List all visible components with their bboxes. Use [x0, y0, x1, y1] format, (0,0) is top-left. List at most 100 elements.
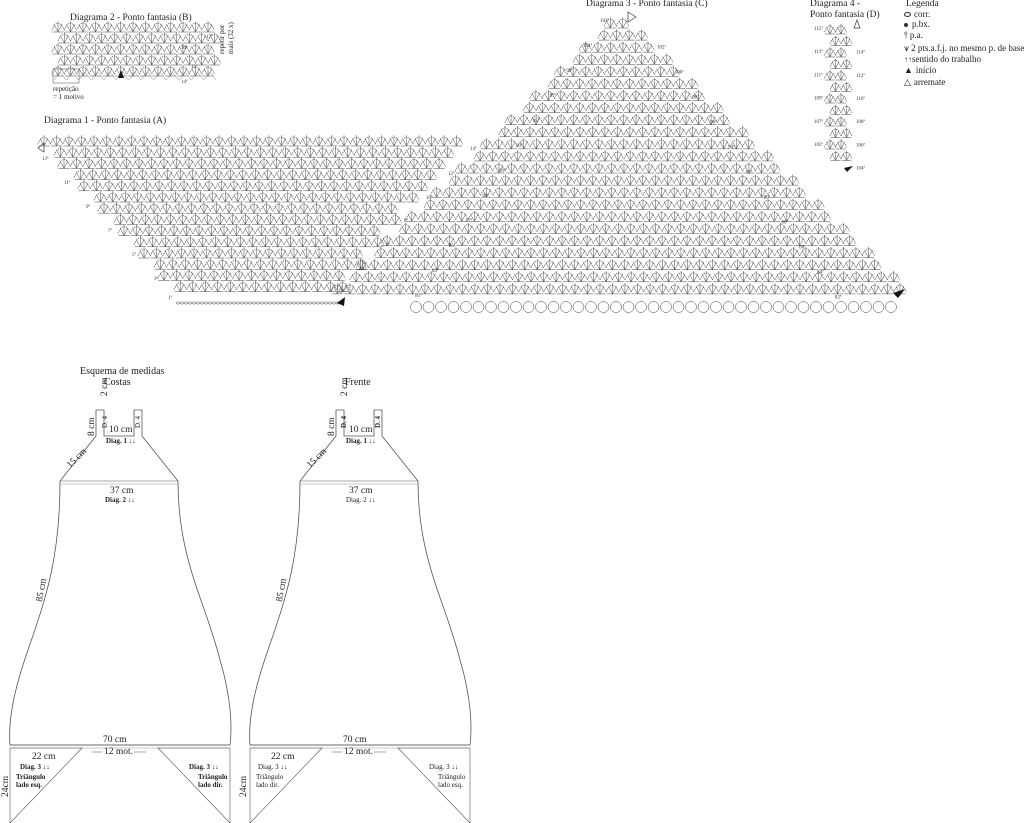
diagram-2-side-note: repetir por: [218, 24, 226, 54]
row-label: 113ª: [814, 49, 823, 55]
triangle-right: [397, 747, 471, 823]
row-label: 104ª: [856, 166, 866, 172]
costas-strap-width: 2 cm: [100, 377, 110, 396]
costas-tri-height: 24cm: [1, 775, 11, 797]
costas-tri-right-l2: lado dir.: [198, 781, 223, 789]
row-label: 108ª: [856, 119, 866, 125]
row-label: 17ª: [206, 34, 213, 40]
row-label: 89ª: [482, 193, 489, 199]
decrease-icon: ⩛: [904, 43, 910, 53]
row-label: 109ª: [814, 96, 824, 102]
diagram-1-title: Diagrama 1 - Ponto fantasia (A): [44, 116, 167, 126]
row-label: 96ª: [710, 120, 717, 126]
legend-label: arremate: [913, 77, 946, 87]
row-label: 100ª: [675, 70, 685, 76]
row-label: 16ª: [181, 45, 188, 51]
costas-diag1: Diag. 1 ↓↓: [106, 437, 136, 445]
costas-motifs: 12 mot.: [104, 747, 134, 757]
schema-costas-outline: [9, 409, 232, 823]
frente-tri-height: 24cm: [239, 775, 249, 797]
diagram-3-motifs: [330, 17, 907, 295]
row-label: 99ª: [566, 68, 573, 74]
legend-label: sentido do trabalho: [912, 54, 981, 64]
diagram-2-title: Diagrama 2 - Ponto fantasia (B): [70, 13, 192, 23]
row-label: 97ª: [550, 93, 557, 99]
costas-diag2: Diag. 2 ↓↓: [105, 496, 135, 504]
legend-item-chain: corr.: [904, 10, 930, 19]
costas-tri-left-l1: Triângulo: [16, 773, 46, 781]
legend-label: corr.: [914, 9, 931, 19]
frente-d4-right: D. 4: [374, 415, 382, 428]
row-label: 94ª: [728, 145, 735, 151]
row-label: 14ª: [181, 79, 188, 85]
legend-item-decrease: ⩛2 pts.a.f.j. no mesmo p. de base: [904, 44, 1024, 53]
row-label: 91ª: [499, 168, 506, 174]
row-label: 81ª: [415, 293, 422, 299]
costas-tri-right-diag: Diag. 3 ↓↓: [189, 763, 219, 771]
legend-item-arrows: ↑↑sentido do trabalho: [904, 55, 981, 64]
row-label: 15ª: [191, 64, 198, 70]
row-label: 87ª: [466, 218, 473, 224]
chain-icon: [904, 12, 911, 17]
row-label: 2ª: [340, 289, 345, 295]
legend-title: Legenda: [906, 0, 939, 9]
row-label: 82ª: [835, 295, 842, 301]
row-label: 98ª: [693, 95, 700, 101]
triangle-left: [249, 747, 323, 823]
row-label: 85ª: [449, 243, 456, 249]
garment-outline: [9, 409, 232, 746]
costas-hem: 70 cm: [103, 735, 127, 745]
schema-heading: Esquema de medidas: [80, 366, 165, 377]
finish-icon: [37, 142, 45, 153]
schema-costas-title: Costas: [104, 377, 131, 388]
finish-icon: [853, 19, 861, 29]
frente-d4-left: D. 4: [340, 415, 348, 428]
diagram-3-row-labels: 103ª102ª101ª100ª99ª98ª97ª96ª95ª94ª93ª92ª…: [415, 18, 842, 301]
frente-diag1: Diag. 1 ↓↓: [346, 437, 376, 445]
legend-item-finish: △arremate: [904, 78, 945, 87]
diagram-2-repeat-note: repetição: [53, 85, 79, 93]
costas-tri-right-l1: Triângulo: [198, 773, 228, 781]
diagram-1-motifs: [37, 135, 464, 292]
row-label: 88ª: [782, 220, 789, 226]
arrows-icon: ↑↑: [904, 55, 912, 64]
row-label: 106ª: [856, 142, 866, 148]
row-label: 8ª: [404, 218, 409, 224]
diagram-1-row-labels: 14ª13ª12ª11ª10ª9ª8ª7ª6ª5ª4ª3ª2ª1ª: [42, 146, 477, 301]
frente-diag2: Diag. 2 ↓↓: [346, 496, 376, 504]
row-label: 84ª: [817, 270, 824, 276]
row-label: 3ª: [154, 276, 159, 282]
row-label: 5ª: [132, 252, 137, 258]
diagram-4-title: Diagrama 4 -: [810, 0, 861, 9]
row-label: 103ª: [600, 18, 610, 24]
row-label: 13ª: [42, 156, 49, 162]
diagram-4-title-2: Ponto fantasia (D): [810, 10, 880, 20]
legend-item-treble: ⫯p.a.: [904, 31, 923, 40]
start-icon: [893, 289, 905, 298]
costas-d4-left: D. 4: [101, 415, 109, 428]
frente-tri-right-l1: Triângulo: [438, 773, 466, 781]
row-label: 11ª: [64, 180, 71, 186]
row-label: 9ª: [86, 204, 91, 210]
costas-d4-right: D. 4: [134, 415, 142, 428]
row-label: 12ª: [448, 171, 455, 177]
row-label: 86ª: [799, 245, 806, 251]
frente-bust: 37 cm: [349, 486, 373, 496]
row-label: 115ª: [814, 26, 823, 32]
row-label: 7ª: [108, 228, 113, 234]
row-label: 114ª: [856, 50, 865, 56]
frente-hem: 70 cm: [343, 735, 367, 745]
diagram-1-chain: [175, 301, 341, 305]
row-label: 105ª: [814, 142, 824, 148]
diagram-2-row-labels: 17ª 16ª 15ª 14ª: [181, 34, 213, 85]
row-label: 95ª: [533, 118, 540, 124]
frente-strap-height: 8 cm: [327, 417, 337, 436]
diagram-3-base: [410, 301, 897, 313]
diagram-4-motifs: [824, 24, 853, 161]
row-label: 107ª: [814, 119, 824, 125]
costas-tri-width: 22 cm: [32, 752, 56, 762]
garment-outline: [249, 409, 472, 746]
diagram-2-repeat-note-2: = 1 motivo: [53, 93, 84, 101]
row-label: 102ª: [657, 45, 667, 51]
